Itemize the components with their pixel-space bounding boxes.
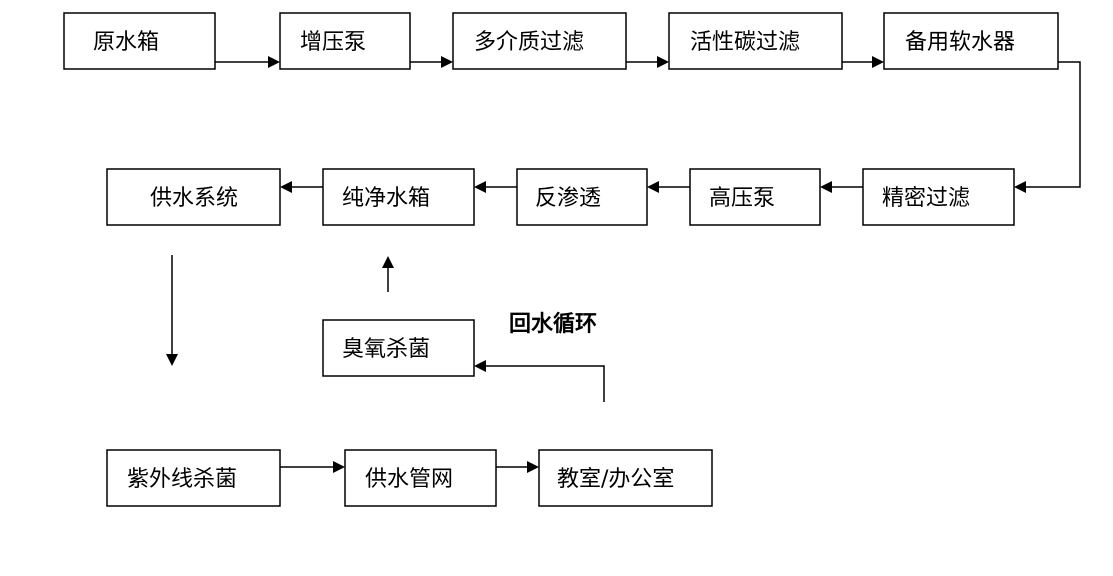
arrow-high-pressure-pump-to-reverse-osmosis [647,181,690,193]
arrow-carbon-filter-to-softener [842,56,884,68]
node-classroom-office: 教室/办公室 [538,449,713,507]
arrow-precision-filter-to-high-pressure-pump [820,181,863,193]
node-label: 教室/办公室 [557,467,674,492]
node-label: 精密过滤 [882,186,970,211]
arrow-uv-to-supply-network [280,461,345,473]
node-raw-water-tank: 原水箱 [63,12,216,70]
arrow-ozone-up-to-pure-water-tank [382,256,394,292]
node-label: 备用软水器 [905,30,1015,55]
node-activated-carbon-filter: 活性碳过滤 [668,12,843,70]
node-precision-filter: 精密过滤 [862,168,1015,226]
node-label: 紫外线杀菌 [127,467,237,492]
node-backup-softener: 备用软水器 [883,12,1059,70]
arrow-softener-to-precision-filter [1014,61,1081,193]
arrow-supply-network-to-classroom [496,461,539,473]
node-label: 活性碳过滤 [690,30,800,55]
arrow-reverse-osmosis-to-pure-water-tank [474,181,517,193]
node-label: 增压泵 [300,30,366,55]
node-label: 反渗透 [535,186,601,211]
node-reverse-osmosis: 反渗透 [516,168,648,226]
return-water-cycle-label: 回水循环 [509,311,597,337]
arrow-multimedia-to-carbon-filter [626,56,669,68]
node-label: 供水管网 [365,467,453,492]
node-uv-sterilization: 紫外线杀菌 [106,449,281,507]
arrow-supply-system-down [166,255,178,366]
node-booster-pump: 增压泵 [279,12,411,70]
arrow-pure-water-tank-to-supply-system [280,181,323,193]
node-high-pressure-pump: 高压泵 [689,168,821,226]
arrow-booster-pump-to-multimedia-filter [410,56,453,68]
node-label: 纯净水箱 [342,186,430,211]
node-label: 多介质过滤 [474,30,584,55]
arrow-return-water-to-ozone [474,360,605,402]
node-pure-water-tank: 纯净水箱 [322,168,475,226]
node-ozone-sterilization: 臭氧杀菌 [322,319,475,377]
node-label: 原水箱 [93,30,159,55]
node-label: 高压泵 [709,186,775,211]
node-water-supply-network: 供水管网 [344,449,497,507]
node-multimedia-filter: 多介质过滤 [452,12,627,70]
node-label: 臭氧杀菌 [342,337,430,362]
node-label: 供水系统 [150,186,238,211]
arrow-raw-tank-to-booster-pump [215,56,280,68]
node-water-supply-system: 供水系统 [106,168,281,226]
